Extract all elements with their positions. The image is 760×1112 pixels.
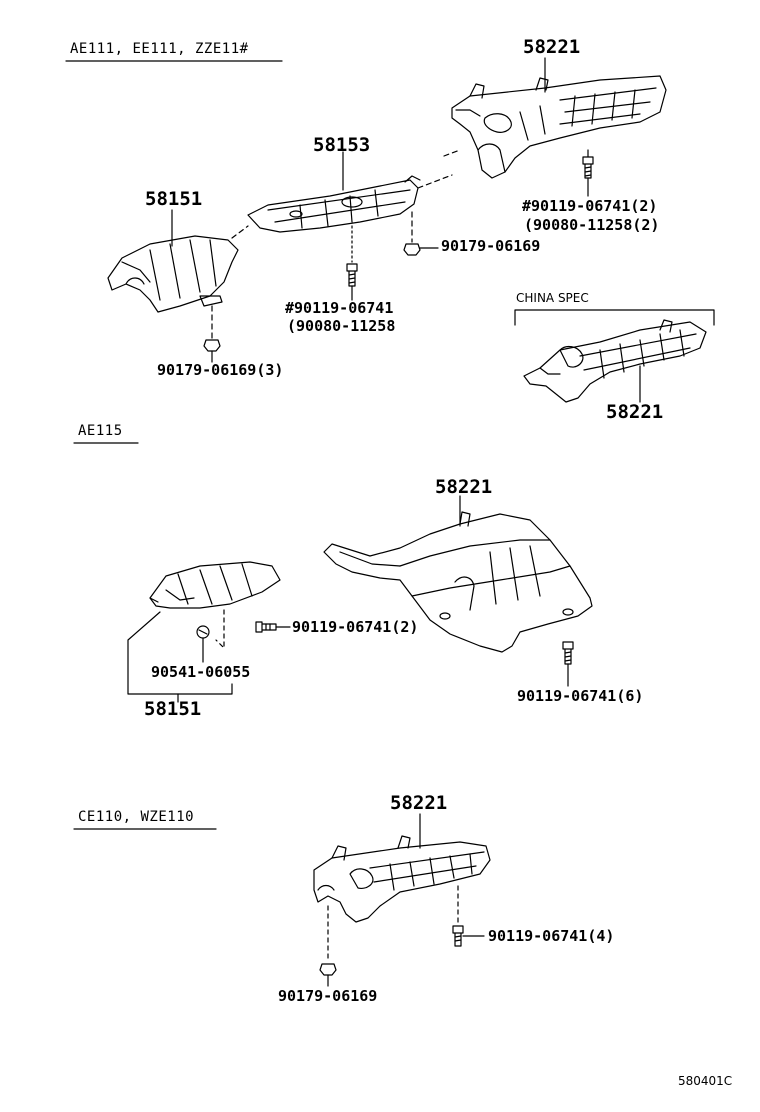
bolt-icon (583, 157, 593, 178)
china-spec-bracket (515, 310, 714, 325)
heat-insulator-58151-small-icon (150, 562, 280, 608)
section-title-3: CE110, WZE110 (78, 809, 195, 825)
label-clip: 90541-06055 (151, 663, 251, 681)
bracket-58151 (128, 612, 232, 694)
label-58151: 58151 (145, 188, 203, 210)
nut-icon (204, 340, 220, 351)
label-bolt-b-alt: (90080-11258 (287, 317, 396, 335)
bolt-icon (347, 264, 357, 286)
nut-icon (404, 244, 420, 255)
label-bolt-b: #90119-06741 (285, 299, 394, 317)
label-58153: 58153 (313, 134, 371, 156)
dashed-line (232, 226, 248, 238)
bolt-icon (453, 926, 463, 946)
label-58151-ae115: 58151 (144, 698, 202, 720)
label-58221: 58221 (523, 36, 581, 58)
bolt-icon (256, 622, 276, 632)
section-title-2: AE115 (78, 423, 123, 439)
dashed-line (216, 610, 224, 648)
label-bolt-a-alt: (90080-11258(2) (524, 216, 660, 234)
label-bolt-ae115-b: 90119-06741(6) (517, 687, 644, 705)
dashed-line (418, 150, 460, 188)
label-58221-ce110: 58221 (390, 792, 448, 814)
drawing-code: 580401C (678, 1074, 733, 1088)
heat-insulator-58221-icon (452, 76, 666, 178)
label-bolt-ce110: 90119-06741(4) (488, 927, 615, 945)
nut-icon (320, 964, 336, 975)
label-bolt-ae115-a: 90119-06741(2) (292, 618, 419, 636)
heat-insulator-58221-s3-icon (314, 836, 490, 922)
label-58221-ae115: 58221 (435, 476, 493, 498)
heat-insulator-58151-icon (108, 236, 238, 312)
label-nut-ce110: 90179-06169 (278, 987, 378, 1005)
clip-icon (197, 626, 209, 638)
heat-insulator-58221-large-icon (324, 512, 592, 652)
bolt-icon (563, 642, 573, 664)
label-nut-a: 90179-06169 (441, 237, 541, 255)
label-nut-b: 90179-06169(3) (157, 361, 284, 379)
heat-insulator-58221-china-icon (524, 320, 706, 402)
heat-insulator-58153-icon (248, 176, 420, 232)
label-bolt-a: #90119-06741(2) (522, 197, 658, 215)
label-58221-china: 58221 (606, 401, 664, 423)
section-title-1: AE111, EE111, ZZE11# (70, 41, 249, 57)
china-spec-label: CHINA SPEC (516, 291, 589, 305)
